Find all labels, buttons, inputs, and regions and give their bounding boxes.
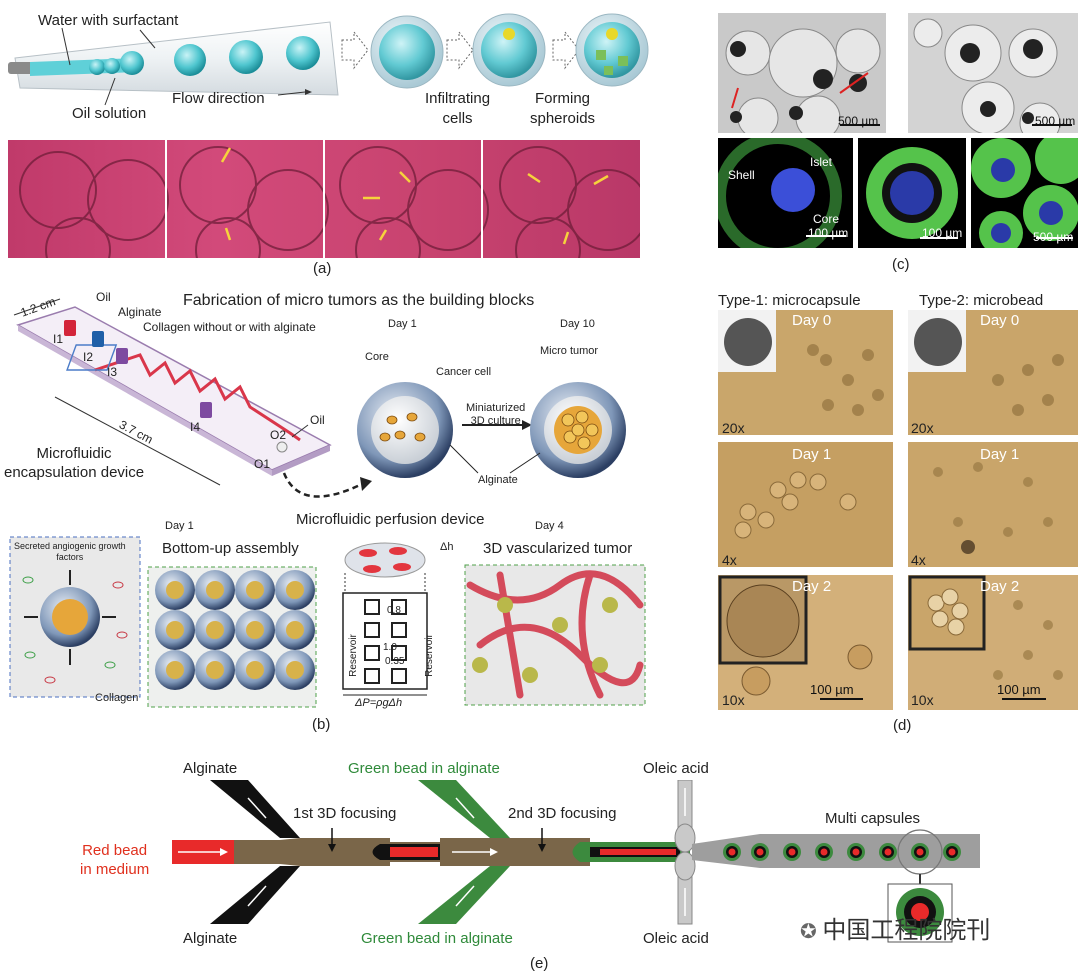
panel-e-schematic <box>172 780 980 943</box>
panel-a-label: (a) <box>313 260 332 277</box>
oleic-top: Oleic acid <box>643 760 709 777</box>
micrograph-d5 <box>718 575 893 710</box>
panel-d-label: (d) <box>893 717 912 734</box>
outlet-o1: O1 <box>254 457 271 471</box>
fluorescence-c3 <box>718 138 853 248</box>
watermark: ✪ 中国工程院院刊 <box>800 910 990 945</box>
oil-outlet-label: Oil <box>310 413 325 427</box>
panel-b-title: Fabrication of micro tumors as the build… <box>183 292 535 309</box>
micrograph-d4 <box>908 442 1078 567</box>
water-surfactant-label: Water with surfactant <box>38 12 179 29</box>
focus2-label: 2nd 3D focusing <box>508 805 617 822</box>
collagen-label: Collagen <box>95 692 139 704</box>
red-bead-label: Red bead in medium <box>80 842 150 878</box>
scale-c1: 500 µm <box>838 114 879 128</box>
day10-top: Day 10 <box>560 318 595 330</box>
fluorescence-c5 <box>971 138 1078 248</box>
scale-c3: 100 µm <box>808 226 849 240</box>
reservoir-right: Reservoir <box>423 634 435 677</box>
forming-spheroids-label: Forming spheroids <box>530 90 596 127</box>
green-bead-bottom: Green bead in alginate <box>361 930 513 947</box>
micro-tumor-label: Micro tumor <box>540 345 599 357</box>
day0-type1: Day 0 <box>792 312 832 329</box>
panel-b-label: (b) <box>312 716 331 733</box>
device-caption: Microfluidic encapsulation device <box>4 445 145 481</box>
mag20-type2: 20x <box>911 420 934 436</box>
delta-h-label: Δh <box>440 541 454 553</box>
day0-type2: Day 0 <box>980 312 1020 329</box>
multi-capsules-label: Multi capsules <box>825 810 921 827</box>
panel-a-schematic <box>8 13 649 106</box>
type1-title: Type-1: microcapsule <box>718 292 861 309</box>
alginate-top: Alginate <box>183 760 238 777</box>
mag4-type1: 4x <box>722 552 737 568</box>
mag10-type1: 10x <box>722 692 745 708</box>
core-label-c: Core <box>813 212 840 226</box>
mag4-type2: 4x <box>911 552 926 568</box>
mag20-type1: 20x <box>722 420 745 436</box>
scale-d6: 100 µm <box>997 682 1041 697</box>
oleic-bottom: Oleic acid <box>643 930 709 947</box>
focus1-label: 1st 3D focusing <box>293 805 397 822</box>
alginate-note: Alginate <box>478 474 518 486</box>
panel-b-schematic <box>9 298 646 708</box>
dim-0-35: 0.35 <box>385 656 405 667</box>
watermark-text: 中国工程院院刊 <box>822 917 991 944</box>
alginate-bottom: Alginate <box>183 930 238 947</box>
fluorescence-c4 <box>858 138 966 248</box>
micrograph-d6 <box>908 575 1078 710</box>
day1-top: Day 1 <box>388 318 417 330</box>
infiltrating-cells-label: Infiltrating cells <box>425 90 491 127</box>
collagen-inlet-label: Collagen without or with alginate <box>143 320 316 334</box>
scale-c4: 100 µm <box>922 226 963 240</box>
miniaturized-culture-label: Miniaturized 3D culture <box>466 402 526 427</box>
day2-type2: Day 2 <box>980 578 1020 595</box>
inlet-i2: I2 <box>83 350 94 364</box>
day1-type1: Day 1 <box>792 446 832 463</box>
scale-c2: 500 µm <box>1035 114 1076 128</box>
reservoir-left: Reservoir <box>347 634 359 677</box>
oil-solution-label: Oil solution <box>72 105 147 122</box>
outlet-o2: O2 <box>270 428 287 442</box>
type2-title: Type-2: microbead <box>919 292 1044 309</box>
core-label: Core <box>365 351 389 363</box>
perfusion-title: Microfluidic perfusion device <box>296 511 485 528</box>
cancer-cell-label: Cancer cell <box>436 366 492 378</box>
inlet-i4: I4 <box>190 420 201 434</box>
micrograph-d2 <box>908 310 1078 435</box>
scale-c5: 500 µm <box>1033 230 1074 244</box>
day1-type2: Day 1 <box>980 446 1020 463</box>
micrograph-d1 <box>718 310 893 435</box>
pressure-formula: ΔP=ρgΔh <box>355 697 403 709</box>
panel-c-label: (c) <box>892 256 910 273</box>
dim-0-8: 0.8 <box>387 605 401 616</box>
secreted-factors-label: Secreted angiogenic growth factors <box>14 541 126 562</box>
alginate-inlet-label: Alginate <box>118 305 162 319</box>
day1-bottom: Day 1 <box>165 520 194 532</box>
wechat-icon: ✪ <box>800 921 823 943</box>
vascularized-label: 3D vascularized tumor <box>483 540 633 557</box>
scale-d5: 100 µm <box>810 682 854 697</box>
oil-inlet-label: Oil <box>96 290 111 304</box>
mag10-type2: 10x <box>911 692 934 708</box>
micrograph-c2 <box>908 13 1078 133</box>
dim-1-0: 1.0 <box>383 642 397 653</box>
flow-direction-label: Flow direction <box>172 90 265 107</box>
panel-a-micrographs <box>8 140 640 258</box>
day4-label: Day 4 <box>535 520 564 532</box>
green-bead-top: Green bead in alginate <box>348 760 500 777</box>
micrograph-d3 <box>718 442 893 567</box>
bottom-up-label: Bottom-up assembly <box>162 540 299 557</box>
islet-label: Islet <box>810 155 833 169</box>
panel-e-label: (e) <box>530 955 549 972</box>
inlet-i1: I1 <box>53 332 64 346</box>
day2-type1: Day 2 <box>792 578 832 595</box>
shell-label: Shell <box>728 168 755 182</box>
micrograph-c1 <box>718 13 886 133</box>
inlet-i3: I3 <box>107 365 118 379</box>
